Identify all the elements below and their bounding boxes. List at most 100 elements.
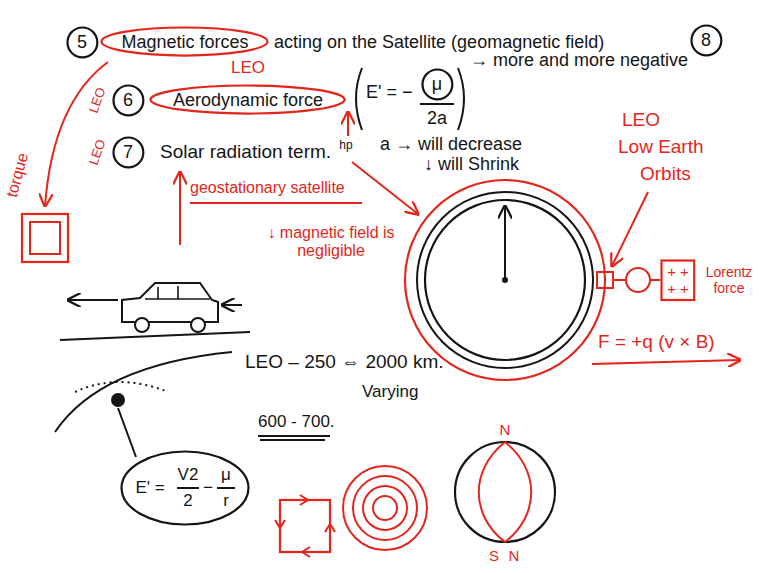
leader-line <box>118 408 136 457</box>
node-text: 2 <box>183 491 192 511</box>
circle-outline <box>67 27 97 57</box>
car-body <box>122 283 218 322</box>
note-text: torque <box>3 151 33 200</box>
fraction-bar <box>420 103 454 105</box>
node-text-block: 8 <box>701 30 711 51</box>
earth-circle <box>455 442 555 542</box>
page-number: 8 <box>690 24 723 57</box>
note-text: ↓ will Shrink <box>424 154 519 175</box>
node-text: − <box>203 478 213 498</box>
satellite-loop <box>22 214 68 262</box>
torque-arrow <box>45 62 108 206</box>
car-wheel <box>191 318 205 332</box>
node-text-block: Aerodynamic force <box>173 90 323 111</box>
topic-ellipse: Aerodynamic force <box>149 84 346 115</box>
motion-arrow <box>68 299 118 301</box>
underline <box>258 435 330 437</box>
note-text: → more and more negative <box>470 50 688 71</box>
node-text: + + <box>667 280 689 297</box>
ellipse-outline <box>151 86 345 114</box>
parenthesis <box>356 68 362 130</box>
note-text: Varying <box>362 382 418 402</box>
coil-circle <box>343 466 427 550</box>
node-text: 6 <box>123 90 133 111</box>
link-line <box>613 279 626 281</box>
pointer-arrow <box>612 192 648 266</box>
node-text-block: E' = V2 2−μr <box>120 450 250 526</box>
radius-arrow <box>504 206 506 280</box>
earth-center <box>502 277 508 283</box>
symbol-circle: μ <box>421 68 454 101</box>
node-text: + + <box>667 263 689 280</box>
field-lines <box>479 442 532 542</box>
underline <box>260 439 325 441</box>
satellite-dot <box>111 393 125 407</box>
node-text-block: + ++ + <box>667 263 689 298</box>
drag-arrow <box>222 304 242 306</box>
underline <box>190 202 362 204</box>
note-text: ↓ magnetic field is negligible <box>265 224 397 261</box>
road-line <box>60 332 250 340</box>
step-number: 5 <box>66 26 99 59</box>
fraction-bar <box>217 487 235 489</box>
car-wheel <box>135 318 149 332</box>
note-text: Orbits <box>640 163 691 185</box>
note-text: LEO <box>87 85 110 115</box>
orbit-circle <box>405 180 605 380</box>
node-text: 5 <box>77 32 87 53</box>
atmosphere-dots <box>75 382 168 392</box>
charge-box: + ++ + <box>660 259 696 302</box>
formula-text: 2a <box>427 108 447 129</box>
coil-circle <box>373 496 397 520</box>
pointer-arrow <box>352 162 418 214</box>
node-text: μ <box>221 465 231 485</box>
note-text: a → will decrease <box>380 134 522 155</box>
box-outline <box>662 260 695 300</box>
note-text: Lorentz force <box>702 264 756 296</box>
note-text: Low Earth <box>618 136 704 158</box>
pointer-arrow <box>179 172 181 245</box>
step-number: 6 <box>112 84 145 117</box>
note-text: LEO <box>622 109 660 131</box>
node-text: 8 <box>701 30 711 51</box>
pole-label: N <box>500 421 511 438</box>
formula-text: F = +q (v × B) <box>598 331 715 353</box>
node-text: V2 <box>178 465 199 485</box>
note-text: LEO <box>87 137 110 167</box>
orbit-circle <box>425 200 585 360</box>
node-text: E' = <box>135 478 164 498</box>
current-arrowheads <box>275 495 335 557</box>
satellite-loop <box>30 222 60 254</box>
note-text: geostationary satellite <box>190 179 345 197</box>
node-text: Aerodynamic force <box>173 90 323 111</box>
circle-outline <box>113 137 143 167</box>
orbit-arc <box>55 352 232 432</box>
step-number: 7 <box>112 136 145 169</box>
node-text: Magnetic forces <box>121 32 248 53</box>
car-window <box>145 286 210 299</box>
satellite-circle <box>626 268 650 292</box>
current-loop <box>280 500 330 552</box>
note-text: 600 - 700. <box>258 412 335 432</box>
coil-circle <box>363 486 407 530</box>
node-text-block: μ <box>432 74 442 95</box>
pole-label: S <box>489 547 499 564</box>
ellipse-outline <box>122 452 249 525</box>
underline-arrow <box>592 360 740 364</box>
circle-outline <box>691 25 721 55</box>
satellite-symbol <box>597 272 613 288</box>
circle-outline <box>422 69 452 99</box>
note-text: hp <box>339 139 352 153</box>
node-text: r <box>223 491 229 511</box>
pole-label: N <box>509 547 520 564</box>
node-text-block: 6 <box>123 90 133 111</box>
fraction-bar <box>177 487 199 489</box>
orbit-circle <box>417 192 593 368</box>
node-text: 7 <box>123 142 133 163</box>
formula-text: E' = − <box>366 82 412 103</box>
node-text: μ <box>432 74 442 95</box>
topic-ellipse: Magnetic forces <box>100 26 269 57</box>
ellipse-outline <box>102 28 268 56</box>
node-text-block: 7 <box>123 142 133 163</box>
